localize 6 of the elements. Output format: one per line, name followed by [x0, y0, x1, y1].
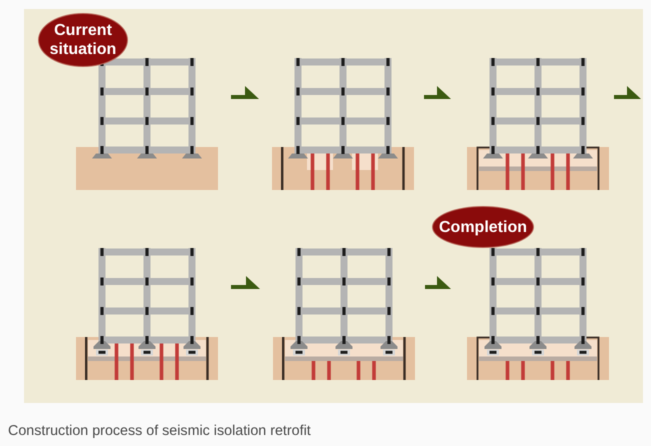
arrow — [231, 86, 259, 99]
arrow — [425, 276, 451, 289]
arrow — [614, 86, 641, 99]
arrow — [231, 276, 260, 289]
arrow — [424, 86, 451, 99]
caption-text: Construction process of seismic isolation retrofit — [8, 423, 311, 440]
